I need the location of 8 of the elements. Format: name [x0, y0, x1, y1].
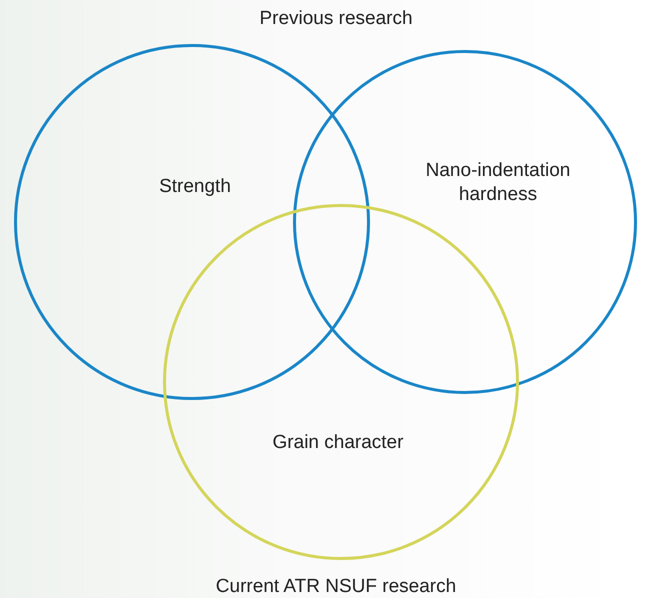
group-caption: Current ATR NSUF research [216, 576, 456, 598]
venn-circle [14, 44, 370, 400]
venn-circle [293, 50, 637, 394]
set-label: Strength [158, 175, 232, 199]
group-caption: Previous research [259, 8, 413, 30]
venn-circle [163, 204, 519, 560]
set-label: Grain character [272, 431, 404, 455]
set-label: Nano-indentation hardness [424, 159, 572, 207]
